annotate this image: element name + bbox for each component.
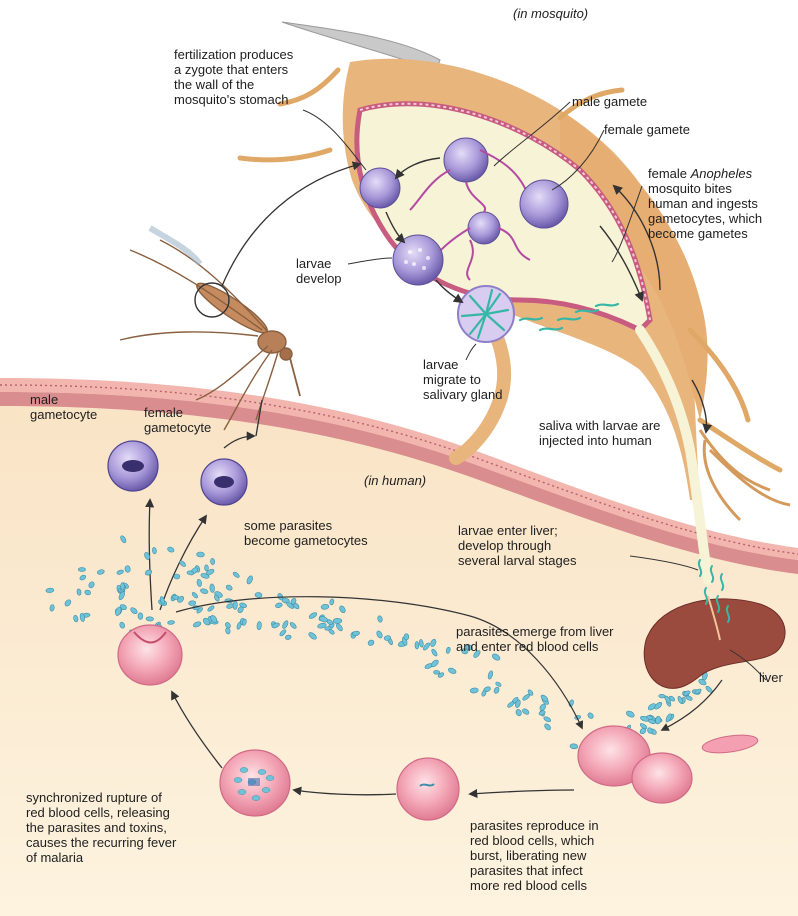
label-female-gametocyte: female gametocyte: [144, 405, 211, 435]
label-anopheles-genus: Anopheles: [691, 166, 752, 181]
male-gametocyte-cell: [108, 441, 158, 491]
label-male-gamete: male gamete: [572, 94, 647, 109]
merozoite: [146, 616, 154, 621]
rbc-mature: [220, 750, 290, 816]
label-parasites-reproduce: parasites reproduce in red blood cells, …: [470, 818, 599, 893]
label-larvae-enter-liver: larvae enter liver; develop through seve…: [458, 523, 577, 568]
merozoite: [570, 743, 578, 749]
zygote: [360, 168, 400, 208]
merozoite: [333, 618, 342, 623]
label-fertilization: fertilization produces a zygote that ent…: [174, 47, 293, 107]
label-saliva: saliva with larvae are injected into hum…: [539, 418, 660, 448]
merozoite: [78, 568, 85, 572]
female-gametocyte-cell: [201, 459, 247, 505]
label-male-gametocyte: male gametocyte: [30, 392, 97, 422]
label-female-anopheles: female Anopheles mosquito bites human an…: [648, 166, 762, 241]
label-female-gamete: female gamete: [604, 122, 690, 137]
rbc-early: [397, 758, 459, 820]
merozoite: [196, 552, 204, 557]
label-larvae-migrate: larvae migrate to salivary gland: [423, 357, 503, 402]
merozoite: [659, 694, 666, 698]
merozoite: [404, 634, 409, 640]
merozoite: [138, 613, 143, 620]
merozoite: [174, 574, 180, 579]
merozoite: [415, 642, 419, 649]
female-gamete: [520, 180, 568, 228]
label-parasites-emerge: parasites emerge from liver and enter re…: [456, 624, 614, 654]
label-female-anopheles-rest: mosquito bites human and ingests gametoc…: [648, 181, 762, 241]
rbc-rupturing: [118, 625, 182, 685]
context-label-mosquito: (in mosquito): [513, 6, 588, 21]
merozoite: [255, 592, 262, 597]
label-synchronized-rupture: synchronized rupture of red blood cells,…: [26, 790, 176, 865]
merozoite: [233, 601, 238, 610]
merozoite: [433, 670, 439, 674]
merozoite: [210, 558, 215, 565]
merozoite: [204, 565, 208, 571]
merozoite: [120, 583, 124, 591]
label-liver: liver: [759, 670, 783, 685]
larva-cyst: [393, 235, 443, 285]
context-label-human: (in human): [364, 473, 426, 488]
label-some-parasites: some parasites become gametocytes: [244, 518, 368, 548]
label-larvae-develop: larvae develop: [296, 256, 342, 286]
label-female-prefix: female: [648, 166, 691, 181]
